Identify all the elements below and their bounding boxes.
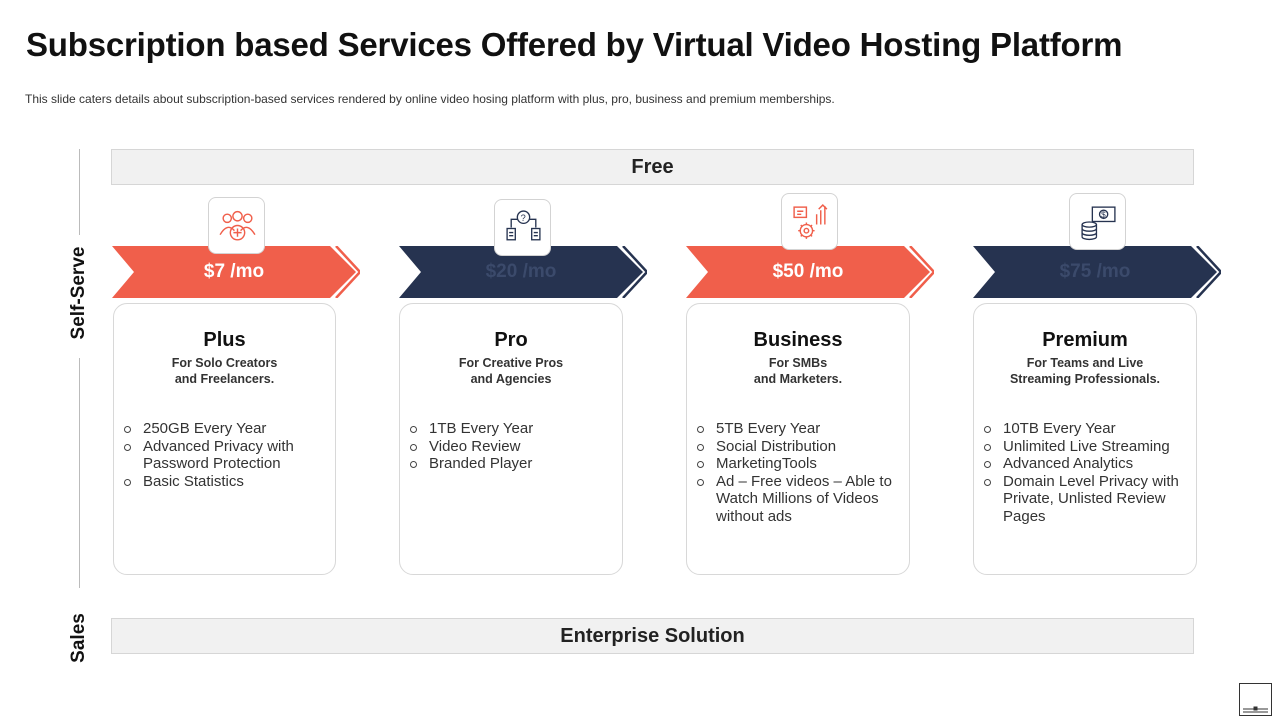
slide-subtitle: This slide caters details about subscrip… bbox=[25, 92, 835, 106]
price-arrow-pro: $20 /mo bbox=[399, 246, 647, 298]
feature-item: Advanced Analytics bbox=[984, 455, 1190, 473]
decision-flow-icon: ? bbox=[494, 199, 551, 256]
feature-list: 10TB Every Year Unlimited Live Streaming… bbox=[984, 420, 1190, 526]
plan-price: $7 /mo bbox=[203, 261, 265, 282]
price-arrow-plus: $7 /mo bbox=[112, 246, 360, 298]
feature-item: Branded Player bbox=[410, 455, 616, 473]
feature-item: 250GB Every Year bbox=[124, 420, 329, 438]
price-arrow-premium: $75 /mo bbox=[973, 246, 1221, 298]
feature-item: Social Distribution bbox=[697, 438, 903, 456]
plan-price: $75 /mo bbox=[1059, 261, 1131, 282]
plan-name: Premium bbox=[1042, 329, 1128, 351]
plan-name: Plus bbox=[203, 329, 246, 351]
feature-item: 5TB Every Year bbox=[697, 420, 903, 438]
plan-name: Pro bbox=[494, 329, 528, 351]
feature-item: 10TB Every Year bbox=[984, 420, 1190, 438]
free-band: Free bbox=[111, 149, 1194, 185]
feature-item: Advanced Privacy with Password Protectio… bbox=[124, 438, 329, 473]
svg-text:?: ? bbox=[521, 213, 526, 223]
slide-title: Subscription based Services Offered by V… bbox=[26, 26, 1123, 63]
self-serve-line-bottom bbox=[79, 358, 80, 588]
money-coins-icon: $ bbox=[1069, 193, 1126, 250]
self-serve-line-top bbox=[79, 149, 80, 235]
business-growth-gear-icon bbox=[781, 193, 838, 250]
feature-list: 250GB Every Year Advanced Privacy with P… bbox=[124, 420, 329, 490]
feature-list: 1TB Every Year Video Review Branded Play… bbox=[410, 420, 616, 473]
self-serve-label: Self-Serve bbox=[68, 246, 89, 340]
plan-price: $50 /mo bbox=[772, 261, 844, 282]
plan-name: Business bbox=[753, 329, 843, 351]
feature-item: Basic Statistics bbox=[124, 473, 329, 491]
sales-label: Sales bbox=[68, 613, 89, 663]
feature-item: Ad – Free videos – Able to Watch Million… bbox=[697, 473, 903, 526]
feature-item: Domain Level Privacy with Private, Unlis… bbox=[984, 473, 1190, 526]
plan-price: $20 /mo bbox=[485, 261, 557, 282]
feature-item: MarketingTools bbox=[697, 455, 903, 473]
users-plus-icon bbox=[208, 197, 265, 254]
enterprise-band: Enterprise Solution bbox=[111, 618, 1194, 654]
feature-list: 5TB Every Year Social Distribution Marke… bbox=[697, 420, 903, 526]
svg-text:$: $ bbox=[1101, 210, 1106, 219]
feature-item: Unlimited Live Streaming bbox=[984, 438, 1190, 456]
feature-item: Video Review bbox=[410, 438, 616, 456]
feature-item: 1TB Every Year bbox=[410, 420, 616, 438]
price-arrow-business: $50 /mo bbox=[686, 246, 934, 298]
slide-corner-icon bbox=[1239, 683, 1272, 716]
